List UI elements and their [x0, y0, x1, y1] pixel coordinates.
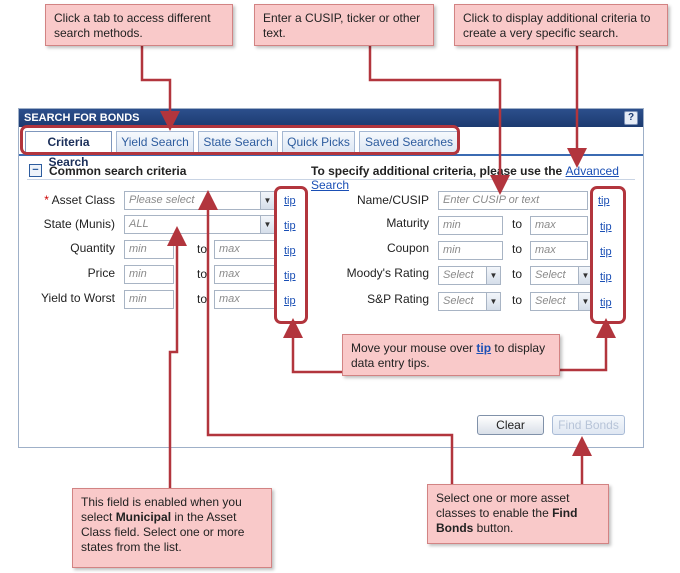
- tab-quick-picks[interactable]: Quick Picks: [282, 131, 355, 153]
- advanced-search-prefix: To specify additional criteria, please u…: [311, 164, 566, 178]
- moodys-rating-label: Moody's Rating: [346, 266, 429, 280]
- quantity-label: Quantity: [70, 241, 115, 255]
- quantity-min-input[interactable]: min: [124, 240, 174, 259]
- chevron-down-icon: ▼: [260, 192, 274, 209]
- sp-tip[interactable]: tip: [600, 297, 612, 309]
- callout-state-bold: Municipal: [115, 510, 172, 524]
- price-label: Price: [87, 266, 115, 280]
- state-select[interactable]: ALL ▼: [124, 215, 275, 234]
- quantity-tip[interactable]: tip: [284, 245, 296, 257]
- chevron-down-icon: ▼: [578, 293, 592, 310]
- to-label: to: [512, 267, 523, 281]
- section-divider: [27, 179, 635, 180]
- callout-advanced: Click to display additional criteria to …: [454, 4, 668, 46]
- quantity-max-input[interactable]: max: [214, 240, 275, 259]
- sp-min-select[interactable]: Select ▼: [438, 292, 501, 311]
- name-cusip-input[interactable]: Enter CUSIP or text: [438, 191, 588, 210]
- maturity-label: Maturity: [386, 216, 429, 230]
- moodys-min-value: Select: [443, 269, 474, 281]
- callout-tip: Move your mouse over tip to display data…: [342, 334, 560, 376]
- panel-header: SEARCH FOR BONDS ?: [19, 109, 643, 127]
- coupon-max-input[interactable]: max: [530, 241, 588, 260]
- state-tip[interactable]: tip: [284, 220, 296, 232]
- find-bonds-button[interactable]: Find Bonds: [552, 415, 625, 435]
- panel-title: SEARCH FOR BONDS: [24, 112, 140, 124]
- callout-cusip: Enter a CUSIP, ticker or other text.: [254, 4, 434, 46]
- callout-tip-word: tip: [476, 341, 492, 355]
- price-max-input[interactable]: max: [214, 265, 275, 284]
- asset-class-value: Please select: [129, 194, 195, 206]
- callout-tip-prefix: Move your mouse over: [351, 341, 477, 355]
- callout-find-part2: button.: [473, 521, 514, 535]
- name-cusip-tip[interactable]: tip: [598, 195, 610, 207]
- moodys-max-value: Select: [535, 269, 566, 281]
- asset-class-label: * Asset Class: [29, 193, 115, 207]
- to-label: to: [512, 293, 523, 307]
- help-icon[interactable]: ?: [624, 111, 638, 125]
- tab-saved-searches[interactable]: Saved Searches: [359, 131, 459, 153]
- maturity-tip[interactable]: tip: [600, 221, 612, 233]
- callout-tabs: Click a tab to access different search m…: [45, 4, 233, 46]
- to-label: to: [512, 217, 523, 231]
- chevron-down-icon: ▼: [486, 293, 500, 310]
- tab-yield-search[interactable]: Yield Search: [116, 131, 194, 153]
- asset-class-tip[interactable]: tip: [284, 195, 296, 207]
- yield-to-worst-label: Yield to Worst: [40, 291, 115, 305]
- required-marker: *: [44, 193, 49, 207]
- sp-max-select[interactable]: Select ▼: [530, 292, 593, 311]
- callout-tip-suffix: to display data entry tips.: [351, 341, 546, 370]
- callout-find-bonds: Select one or more asset classes to enab…: [427, 484, 609, 544]
- callout-find-part1: Select one or more asset classes to enab…: [436, 491, 570, 520]
- clear-button[interactable]: Clear: [477, 415, 544, 435]
- state-value: ALL: [129, 218, 149, 230]
- moodys-tip[interactable]: tip: [600, 271, 612, 283]
- chevron-down-icon: ▼: [260, 216, 274, 233]
- yield-max-input[interactable]: max: [214, 290, 275, 309]
- sp-min-value: Select: [443, 295, 474, 307]
- chevron-down-icon: ▼: [578, 267, 592, 284]
- price-tip[interactable]: tip: [284, 270, 296, 282]
- coupon-min-input[interactable]: min: [438, 241, 503, 260]
- yield-tip[interactable]: tip: [284, 295, 296, 307]
- state-label: State (Munis): [43, 217, 115, 231]
- sp-max-value: Select: [535, 295, 566, 307]
- tab-state-search[interactable]: State Search: [198, 131, 278, 153]
- to-label: to: [197, 292, 208, 306]
- moodys-max-select[interactable]: Select ▼: [530, 266, 593, 285]
- section-title: Common search criteria: [49, 164, 187, 178]
- to-label: to: [512, 242, 523, 256]
- chevron-down-icon: ▼: [486, 267, 500, 284]
- name-cusip-label: Name/CUSIP: [356, 193, 429, 207]
- to-label: to: [197, 242, 208, 256]
- price-min-input[interactable]: min: [124, 265, 174, 284]
- collapse-icon[interactable]: −: [29, 164, 42, 177]
- yield-min-input[interactable]: min: [124, 290, 174, 309]
- coupon-tip[interactable]: tip: [600, 246, 612, 258]
- sp-rating-label: S&P Rating: [367, 292, 429, 306]
- tab-criteria-search[interactable]: Criteria Search: [25, 131, 112, 169]
- to-label: to: [197, 267, 208, 281]
- coupon-label: Coupon: [386, 241, 429, 255]
- tab-divider: [19, 154, 643, 156]
- moodys-min-select[interactable]: Select ▼: [438, 266, 501, 285]
- asset-class-select[interactable]: Please select ▼: [124, 191, 275, 210]
- advanced-search-note: To specify additional criteria, please u…: [311, 164, 643, 192]
- callout-find-bold: Find Bonds: [436, 506, 578, 535]
- callout-state-part1: This field is enabled when you select: [81, 495, 242, 524]
- callout-state: This field is enabled when you select Mu…: [72, 488, 272, 568]
- maturity-min-input[interactable]: min: [438, 216, 503, 235]
- callout-state-part2: in the Asset Class field. Select one or …: [81, 510, 245, 554]
- asset-class-label-text: Asset Class: [51, 193, 115, 207]
- bond-search-panel: SEARCH FOR BONDS ? Criteria Search Yield…: [18, 108, 644, 448]
- maturity-max-input[interactable]: max: [530, 216, 588, 235]
